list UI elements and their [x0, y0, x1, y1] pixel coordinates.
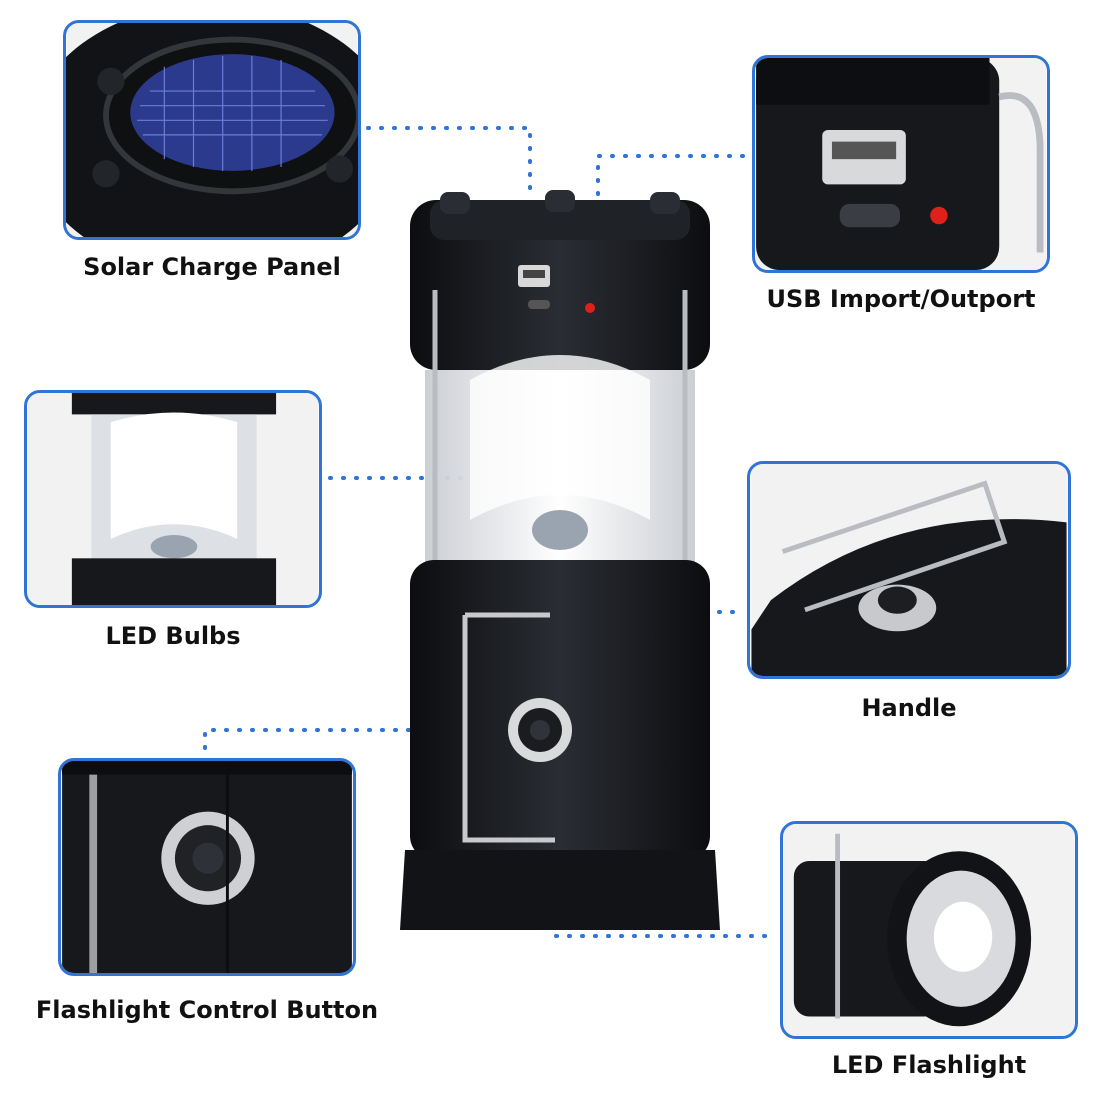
label-usb-import-outport: USB Import/Outport — [766, 285, 1036, 313]
lantern-main-image — [400, 190, 720, 930]
label-flashlight-control-button: Flashlight Control Button — [35, 996, 379, 1024]
led-bulbs-illustration — [28, 393, 318, 605]
label-handle: Handle — [861, 694, 957, 722]
solar-panel-detail — [63, 20, 361, 240]
handle-illustration — [751, 464, 1067, 676]
label-led-flashlight: LED Flashlight — [831, 1051, 1027, 1079]
label-solar-charge-panel: Solar Charge Panel — [83, 253, 341, 281]
solar-panel-illustration — [66, 23, 358, 237]
flashlight-button-detail — [58, 758, 356, 976]
led-flashlight-illustration — [784, 824, 1074, 1036]
usb-port-detail — [752, 55, 1050, 273]
led-bulbs-detail — [24, 390, 322, 608]
led-flashlight-detail — [780, 821, 1078, 1039]
label-led-bulbs: LED Bulbs — [105, 622, 241, 650]
usb-port-illustration — [756, 58, 1046, 270]
flashlight-button-illustration — [62, 761, 352, 973]
handle-detail — [747, 461, 1071, 679]
